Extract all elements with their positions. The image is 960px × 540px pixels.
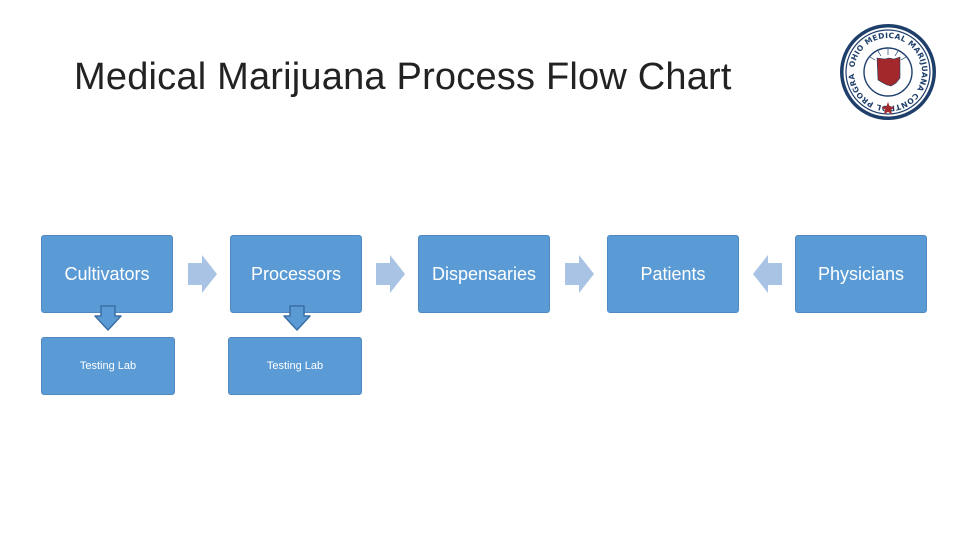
node-testing-lab: Testing Lab — [228, 337, 362, 395]
arrow-right-icon — [565, 255, 594, 293]
arrow-right-icon — [376, 255, 405, 293]
node-label: Testing Lab — [79, 360, 137, 372]
page-title: Medical Marijuana Process Flow Chart — [74, 56, 732, 98]
arrow-down-icon — [283, 305, 311, 331]
node-physicians: Physicians — [795, 235, 927, 313]
node-cultivators: Cultivators — [41, 235, 173, 313]
arrow-left-icon — [753, 255, 782, 293]
node-patients: Patients — [607, 235, 739, 313]
node-processors: Processors — [230, 235, 362, 313]
node-label: Patients — [640, 263, 706, 284]
arrow-down-icon — [94, 305, 122, 331]
ohio-mmcp-seal-logo: OHIO MEDICAL MARIJUANA CONTROL PROGRAM — [838, 22, 936, 120]
node-testing-lab: Testing Lab — [41, 337, 175, 395]
node-label: Physicians — [817, 263, 905, 284]
node-label: Testing Lab — [266, 360, 324, 372]
node-label: Cultivators — [64, 263, 150, 284]
arrow-right-icon — [188, 255, 217, 293]
node-dispensaries: Dispensaries — [418, 235, 550, 313]
node-label: Dispensaries — [431, 263, 537, 284]
node-label: Processors — [250, 263, 342, 284]
